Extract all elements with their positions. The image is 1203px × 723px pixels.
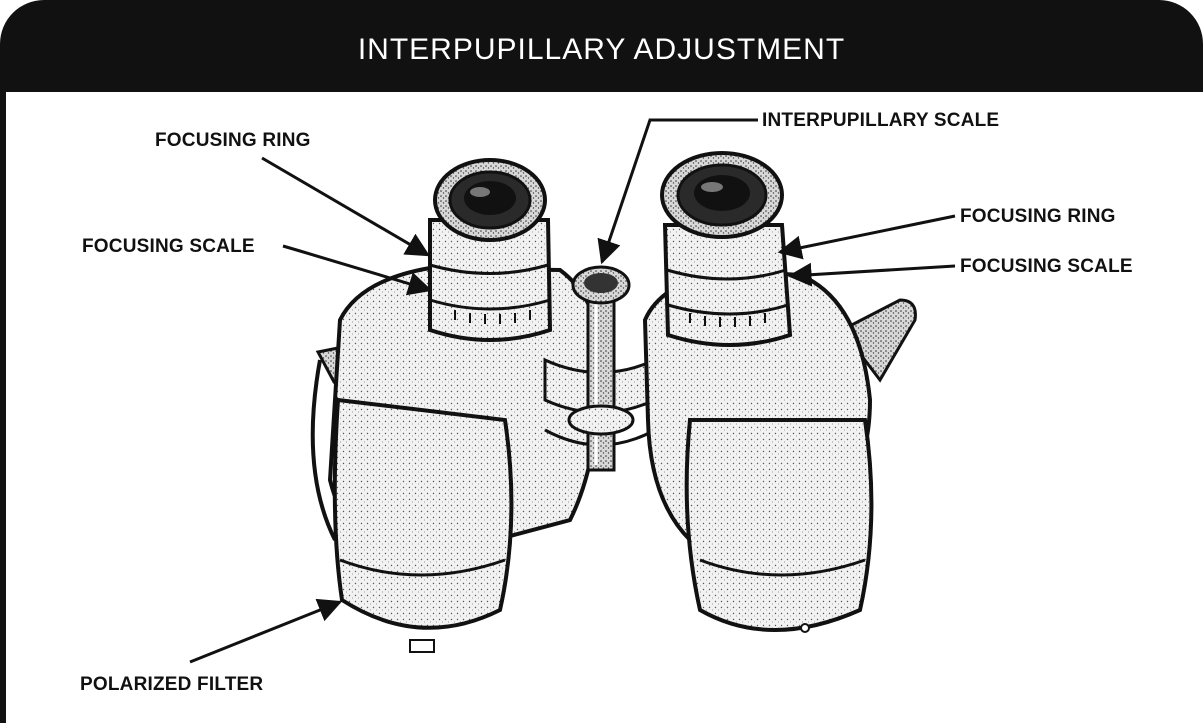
label-polarized-filter: POLARIZED FILTER — [80, 674, 263, 696]
leader-focusing-ring-left — [262, 158, 428, 255]
label-focusing-scale-right: FOCUSING SCALE — [960, 256, 1133, 278]
label-focusing-ring-right: FOCUSING RING — [960, 206, 1116, 228]
label-focusing-ring-left: FOCUSING RING — [155, 130, 311, 152]
label-focusing-scale-left: FOCUSING SCALE — [82, 236, 255, 258]
right-barrel — [645, 153, 915, 632]
leader-focusing-ring-right — [780, 216, 955, 252]
leader-polarized-filter — [190, 602, 340, 662]
label-interpupillary-scale: INTERPUPILLARY SCALE — [762, 110, 999, 132]
leader-focusing-scale-left — [283, 246, 430, 290]
leader-focusing-scale-right — [790, 266, 955, 276]
